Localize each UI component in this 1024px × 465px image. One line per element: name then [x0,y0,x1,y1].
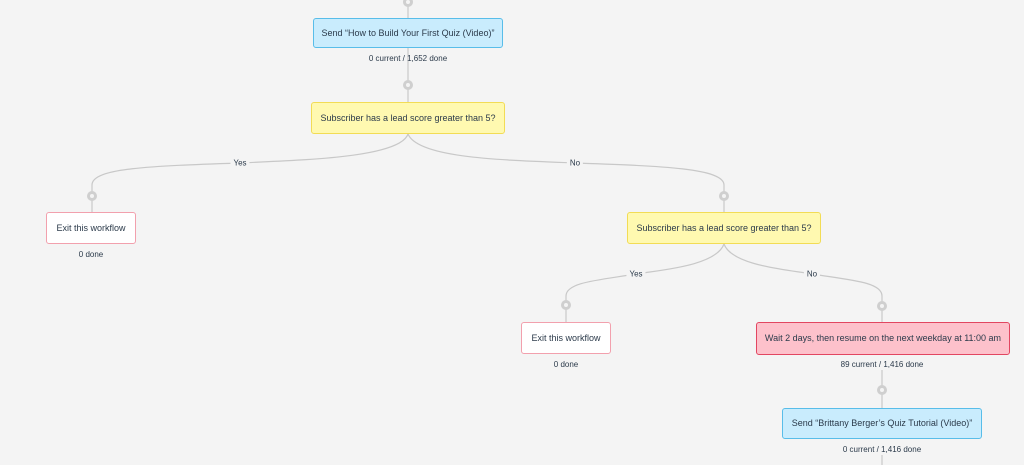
add-step-icon[interactable] [403,80,413,90]
add-step-icon[interactable] [719,191,729,201]
step-stats: 0 current / 1,652 done [368,54,448,63]
condition-step[interactable]: Subscriber has a lead score greater than… [311,102,505,134]
step-label: Wait 2 days, then resume on the next wee… [764,333,1002,343]
add-step-icon[interactable] [87,191,97,201]
step-label: Subscriber has a lead score greater than… [320,112,496,123]
step-stats: 0 current / 1,416 done [842,445,922,454]
wait-step[interactable]: Wait 2 days, then resume on the next wee… [756,322,1010,355]
step-label: Send “Brittany Berger’s Quiz Tutorial (V… [791,418,973,428]
branch-no-label: No [803,269,821,279]
add-step-icon[interactable] [877,385,887,395]
add-step-icon[interactable] [403,0,413,7]
send-email-step[interactable]: Send “How to Build Your First Quiz (Vide… [313,18,503,48]
step-label: Send “How to Build Your First Quiz (Vide… [321,27,495,38]
step-stats: 0 done [553,360,579,369]
exit-workflow-step[interactable]: Exit this workflow [521,322,611,354]
exit-workflow-step[interactable]: Exit this workflow [46,212,136,244]
branch-yes-label: Yes [626,269,646,279]
branch-yes-label: Yes [230,158,250,168]
add-step-icon[interactable] [561,300,571,310]
add-step-icon[interactable] [877,301,887,311]
step-stats: 89 current / 1,416 done [840,360,924,369]
condition-step[interactable]: Subscriber has a lead score greater than… [627,212,821,244]
step-stats: 0 done [78,250,104,259]
step-label: Exit this workflow [531,332,601,343]
branch-no-label: No [566,158,584,168]
step-label: Subscriber has a lead score greater than… [636,222,812,233]
send-email-step[interactable]: Send “Brittany Berger’s Quiz Tutorial (V… [782,408,982,439]
step-label: Exit this workflow [56,222,126,233]
